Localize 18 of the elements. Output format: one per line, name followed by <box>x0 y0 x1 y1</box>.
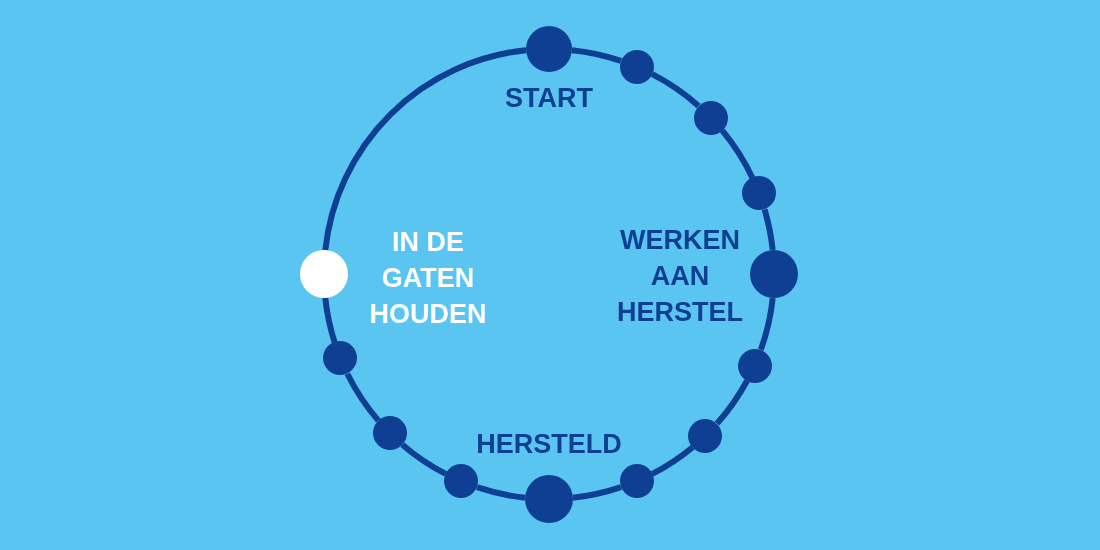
stage-label: WERKEN AAN HERSTEL <box>616 224 744 329</box>
ring-arc <box>572 484 622 501</box>
ring-arc <box>714 379 750 426</box>
ring-arc <box>650 71 701 109</box>
ring-arc <box>719 128 756 180</box>
ring-arc <box>571 47 622 64</box>
ring-arc <box>322 297 338 344</box>
ring-arc <box>476 484 526 501</box>
ring-arc <box>758 297 776 351</box>
stage-label: IN DE GATEN HOUDEN <box>368 226 488 331</box>
ring-arc <box>322 47 527 251</box>
stage-label: HERSTELD <box>475 428 623 461</box>
milestone-dot-highlighted <box>300 250 348 298</box>
ring-arc <box>344 372 381 423</box>
ring-arc <box>650 444 695 477</box>
ring-arc <box>400 442 448 477</box>
stage-label: START <box>504 82 594 115</box>
ring-arc <box>761 208 776 251</box>
